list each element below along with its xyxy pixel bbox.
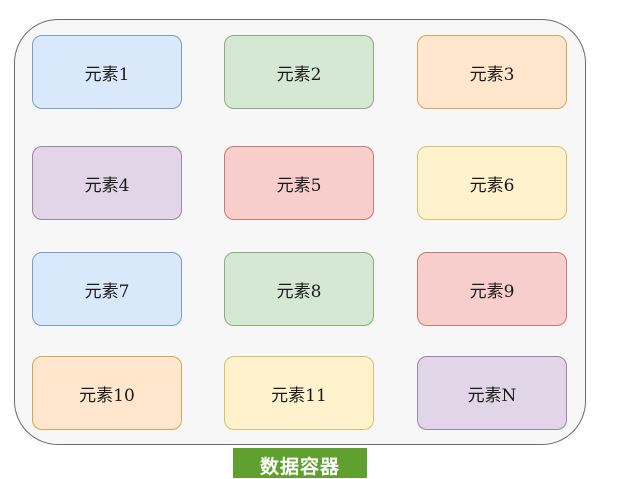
element-3: 元素3 [417,35,567,109]
element-5: 元素5 [224,146,374,220]
element-label: 元素4 [84,175,130,196]
element-n: 元素N [417,356,567,430]
element-1: 元素1 [32,35,182,109]
element-8: 元素8 [224,252,374,326]
element-label: 元素1 [84,64,130,85]
element-label: 元素9 [469,281,515,302]
element-6: 元素6 [417,146,567,220]
element-label: 元素5 [276,175,322,196]
element-9: 元素9 [417,252,567,326]
element-label: 元素N [467,385,517,406]
element-4: 元素4 [32,146,182,220]
element-label: 元素6 [469,175,515,196]
element-11: 元素11 [224,356,374,430]
element-label: 元素8 [276,281,322,302]
element-7: 元素7 [32,252,182,326]
element-label: 元素10 [79,385,135,406]
element-label: 元素2 [276,64,322,85]
element-label: 元素11 [271,385,327,406]
element-10: 元素10 [32,356,182,430]
element-2: 元素2 [224,35,374,109]
element-label: 元素3 [469,64,515,85]
element-label: 元素7 [84,281,130,302]
container-label: 数据容器 [233,448,367,478]
